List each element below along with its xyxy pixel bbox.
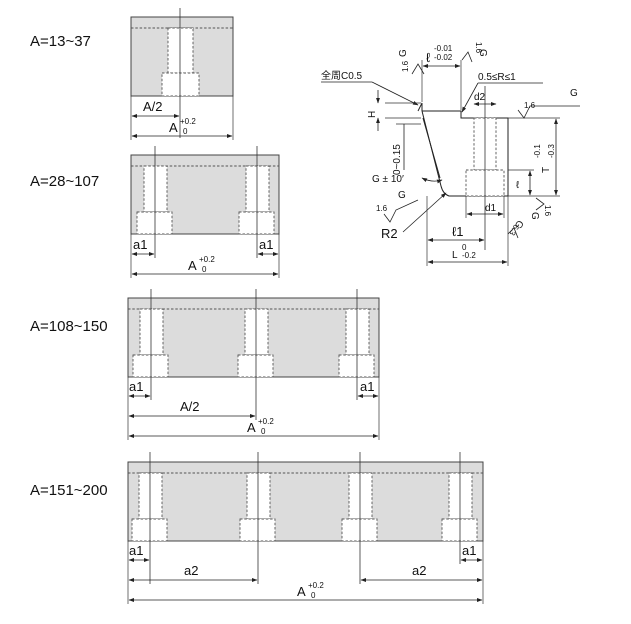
bolt-hole-head-1: [161, 72, 200, 97]
view-a108-150: A=108~150 a1 a1 A/2 A +0.2 0: [30, 289, 380, 440]
bolt-hole-shank-4b: [246, 472, 271, 520]
dim-a1-left-label-2: a1: [133, 237, 147, 252]
dim-a-label-1: A: [169, 120, 178, 135]
dim-a-label-2: A: [188, 258, 197, 273]
detail-finish-top-right: 1.6: [474, 42, 483, 54]
dim-a-tol-low-3: 0: [261, 427, 266, 436]
dim-a1-right-label-3: a1: [360, 379, 374, 394]
detail-dim-t-label: T: [541, 167, 552, 173]
view-a28-107: A=28~107 a1 a1 A +0.2 0: [30, 146, 280, 278]
detail-finish-symbol-br: [535, 197, 545, 211]
view-a13-37: A=13~37 A/2 A +0.2 0: [30, 8, 234, 140]
detail-dim-t-tol-hi: -0.1: [533, 144, 542, 158]
dim-a-tol-3: +0.2: [258, 417, 274, 426]
detail-dim-t-tol-lo: -0.3: [547, 144, 556, 158]
detail-dim-bigl-label: L: [452, 250, 458, 261]
bolt-hole-shank-4a: [138, 472, 163, 520]
bolt-hole-head-4a: [131, 518, 168, 542]
dim-a1-right-label-4: a1: [462, 543, 476, 558]
dim-a-tol-4: +0.2: [308, 581, 324, 590]
detail-finish-right: 1.6: [524, 101, 536, 110]
dim-a2-left-label-4: a2: [184, 563, 198, 578]
dim-a-tol-1: +0.2: [180, 117, 196, 126]
detail-dim-l-tol-lo: -0.02: [434, 53, 453, 62]
plate-4: [127, 461, 484, 542]
dim-a-label-3: A: [247, 420, 256, 435]
detail-dim-l1-tol: 0: [462, 243, 467, 252]
dim-a-tol-low-1: 0: [183, 127, 188, 136]
dim-a-label-4: A: [297, 584, 306, 599]
bolt-hole-shank-4d: [448, 472, 473, 520]
dim-half-a-label-3: A/2: [180, 399, 200, 414]
detail-finish-br: 1.6: [543, 205, 552, 217]
range-label-1: A=13~37: [30, 33, 91, 50]
dim-a1-right-label-2: a1: [259, 237, 273, 252]
bolt-hole-shank-2b: [245, 165, 270, 213]
detail-angle-label: G ± 10′: [372, 174, 404, 185]
detail-g-right: G: [570, 88, 578, 99]
bolt-hole-shank-3c: [345, 308, 370, 356]
range-label-3: A=108~150: [30, 318, 108, 335]
detail-dim-lside-label: ℓ: [516, 180, 520, 191]
detail-dim-l-tol-hi: -0.01: [434, 44, 453, 53]
detail-angle-arc: [421, 177, 443, 184]
bolt-hole-shank-4c: [348, 472, 373, 520]
view-a151-200: A=151~200 a1 a1 a2 a2 A +0.2 0: [30, 452, 484, 604]
detail-dim-d2-label: d2: [474, 92, 486, 103]
detail-dim-bigl-tol: -0.2: [462, 251, 476, 260]
detail-dim-l-label: ℓ: [426, 50, 431, 65]
dim-a1-left-label-3: a1: [129, 379, 143, 394]
bolt-hole-head-4d: [441, 518, 478, 542]
detail-relief-curve: [422, 117, 441, 179]
bolt-hole-head-2b: [238, 211, 275, 235]
range-label-2: A=28~107: [30, 173, 99, 190]
bolt-hole-head-3c: [338, 354, 375, 378]
detail-section-view: ℓ -0.01 -0.02 G 1.6 G 1.6 全周C0.5 0.5≤R≤1…: [321, 42, 580, 266]
detail-finish-symbol-lower-left: [383, 199, 419, 223]
detail-chamfer-edge: [417, 102, 423, 112]
range-label-4: A=151~200: [30, 482, 108, 499]
bolt-hole-head-3a: [132, 354, 169, 378]
detail-dim-d1-label: d1: [485, 203, 497, 214]
detail-g-top-right: G: [477, 49, 488, 57]
dim-a-tol-low-2: 0: [202, 265, 207, 274]
detail-r2-leader: [402, 192, 447, 233]
detail-dim-l1-label: ℓ1: [452, 224, 463, 239]
detail-r2-label: R2: [381, 226, 398, 241]
detail-finish-symbol-top-right: [461, 51, 473, 63]
dim-a-tol-2: +0.2: [199, 255, 215, 264]
bolt-hole-head-2a: [136, 211, 173, 235]
detail-finish-symbol-top-left: [411, 63, 425, 75]
detail-g-lower-left: G: [398, 190, 406, 201]
bolt-hole-head-4c: [341, 518, 378, 542]
detail-finish-lower-left: 1.6: [376, 204, 388, 213]
detail-radius-label: 0.5≤R≤1: [478, 72, 516, 83]
detail-chamfer-label: 全周C0.5: [321, 69, 363, 82]
bolt-hole-head-4b: [239, 518, 276, 542]
detail-finish-top-left: 1.6: [401, 60, 410, 72]
detail-radius-leader: [461, 82, 479, 113]
dim-half-a-label-1: A/2: [143, 99, 163, 114]
detail-chamfer-leader: [371, 81, 419, 106]
bolt-hole-shank-1: [167, 27, 194, 74]
bolt-hole-shank-2a: [143, 165, 168, 213]
dim-a-tol-low-4: 0: [311, 591, 316, 600]
detail-g-top-left: G: [398, 49, 409, 57]
detail-finish-symbol-63: [507, 227, 519, 239]
bolt-hole-head-3b: [237, 354, 274, 378]
bolt-hole-shank-3b: [244, 308, 269, 356]
detail-dim-h-label: H: [367, 111, 378, 118]
dim-a2-right-label-4: a2: [412, 563, 426, 578]
detail-finish-symbol-right: [517, 105, 580, 119]
detail-g-br: G: [529, 212, 540, 220]
dim-a1-left-label-4: a1: [129, 543, 143, 558]
detail-dim-depth-label: 0~0.15: [392, 144, 403, 175]
bolt-hole-shank-3a: [139, 308, 164, 356]
